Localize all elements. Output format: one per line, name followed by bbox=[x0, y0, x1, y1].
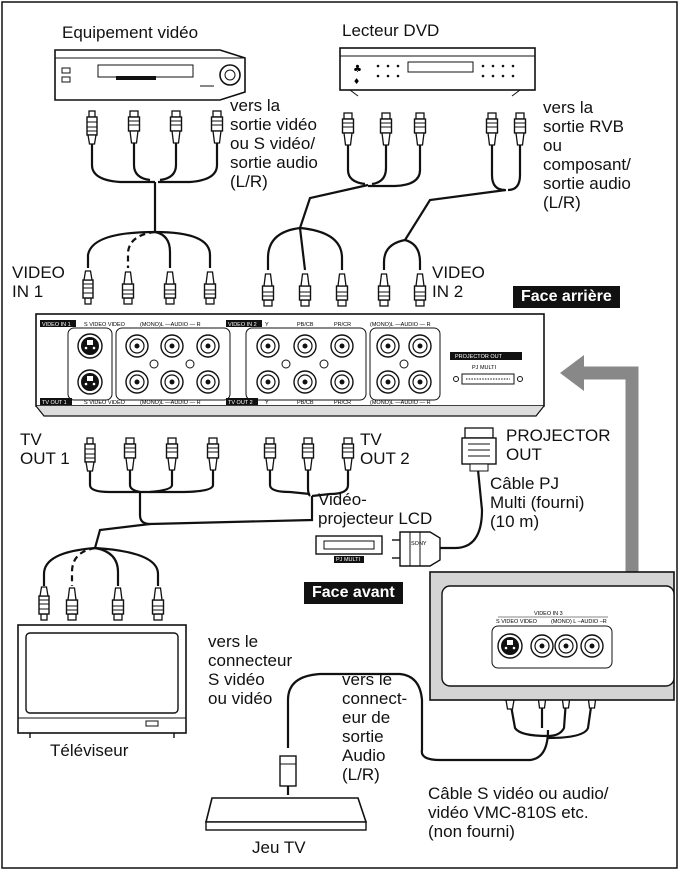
cables bbox=[42, 143, 594, 795]
lcd-projector-connector: PJ MULTI SONY bbox=[315, 531, 441, 567]
plugs-dvd bbox=[341, 112, 527, 146]
label-vers-connecteur-audio: vers le connect- eur de sortie Audio (L/… bbox=[342, 670, 408, 784]
label-y-bottom: Y bbox=[265, 400, 269, 406]
label-vers-sortie-video: vers la sortie vidéo ou S vidéo/ sortie … bbox=[230, 96, 318, 191]
label-svideo-video-bottom: S VIDEO VIDEO bbox=[84, 400, 126, 406]
label-equipement-video: Equipement vidéo bbox=[62, 23, 199, 42]
game-console bbox=[204, 755, 368, 831]
label-pj-multi-connector: PJ MULTI bbox=[336, 557, 361, 563]
label-front-audio: (MONO) L –AUDIO –R bbox=[551, 619, 607, 625]
label-svideo-video-top: S VIDEO VIDEO bbox=[84, 322, 126, 328]
plugs-video-in1 bbox=[82, 270, 217, 305]
label-lecteur-dvd: Lecteur DVD bbox=[342, 21, 440, 40]
tag-projector-out: PROJECTOR OUT bbox=[455, 354, 503, 360]
label-tv-out2: TV OUT 2 bbox=[360, 430, 410, 468]
plugs-video-in2 bbox=[261, 273, 427, 307]
label-audio-bottom-1: (MONO)L —AUDIO — R bbox=[140, 400, 201, 406]
label-videoprojecteur: Vidéo- projecteur LCD bbox=[318, 490, 433, 528]
front-view-arrow bbox=[560, 355, 639, 595]
tv-set bbox=[17, 624, 187, 738]
tag-video-in1: VIDEO IN 1 bbox=[42, 322, 71, 328]
label-audio-bottom-2: (MONO)L —AUDIO — R bbox=[370, 400, 431, 406]
label-cable-pj: Câble PJ Multi (fourni) (10 m) bbox=[490, 474, 585, 531]
dvd-player: ♣ ♦ bbox=[339, 47, 536, 97]
tag-tv-out1: TV OUT 1 bbox=[42, 400, 67, 406]
label-audio-top-1: (MONO)L —AUDIO — R bbox=[140, 322, 201, 328]
plugs-vcr bbox=[86, 110, 224, 145]
label-jeu-tv: Jeu TV bbox=[252, 838, 306, 857]
label-pr-top: PR/CR bbox=[334, 322, 351, 328]
label-televiseur: Téléviseur bbox=[50, 741, 129, 760]
rear-panel: VIDEO IN 1 S VIDEO VIDEO (MONO)L —AUDIO … bbox=[35, 313, 545, 417]
label-pr-bottom: PR/CR bbox=[334, 400, 351, 406]
label-vers-sortie-rvb: vers la sortie RVB ou composant/ sortie … bbox=[543, 98, 631, 212]
plugs-tv-out2 bbox=[263, 437, 355, 471]
plugs-tv-out1 bbox=[84, 437, 220, 472]
label-cable-svideo: Câble S vidéo ou audio/ vidéo VMC-810S e… bbox=[428, 784, 609, 841]
tag-video-in2: VIDEO IN 2 bbox=[228, 322, 257, 328]
label-video-in1: VIDEO IN 1 bbox=[12, 263, 65, 301]
plugs-tv bbox=[38, 586, 165, 621]
tag-tv-out2: TV OUT 2 bbox=[228, 400, 253, 406]
label-video-in2: VIDEO IN 2 bbox=[432, 263, 485, 301]
svg-text:♣: ♣ bbox=[353, 64, 362, 75]
label-y-top: Y bbox=[265, 322, 269, 328]
badge-face-arriere: Face arrière bbox=[513, 286, 620, 308]
label-vers-connecteur-svideo: vers le connecteur S vidéo ou vidéo bbox=[208, 632, 293, 708]
label-audio-top-2: (MONO)L —AUDIO — R bbox=[370, 322, 431, 328]
front-panel-device: VIDEO IN 3 S VIDEO VIDEO (MONO) L –AUDIO… bbox=[429, 571, 675, 701]
video-equipment-vcr bbox=[54, 49, 246, 101]
label-tv-out1: TV OUT 1 bbox=[20, 430, 70, 468]
pj-multi-plug bbox=[461, 427, 497, 472]
label-video-in3: VIDEO IN 3 bbox=[534, 611, 563, 617]
badge-face-avant: Face avant bbox=[304, 582, 403, 604]
label-front-svideo-video: S VIDEO VIDEO bbox=[496, 619, 538, 625]
label-pb-top: PB/CB bbox=[297, 322, 314, 328]
svg-text:♦: ♦ bbox=[353, 77, 360, 86]
label-pb-bottom: PB/CB bbox=[297, 400, 314, 406]
label-pj-multi: PJ MULTI bbox=[472, 365, 497, 371]
label-projector-out: PROJECTOR OUT bbox=[506, 426, 611, 464]
label-sony: SONY bbox=[411, 541, 427, 547]
